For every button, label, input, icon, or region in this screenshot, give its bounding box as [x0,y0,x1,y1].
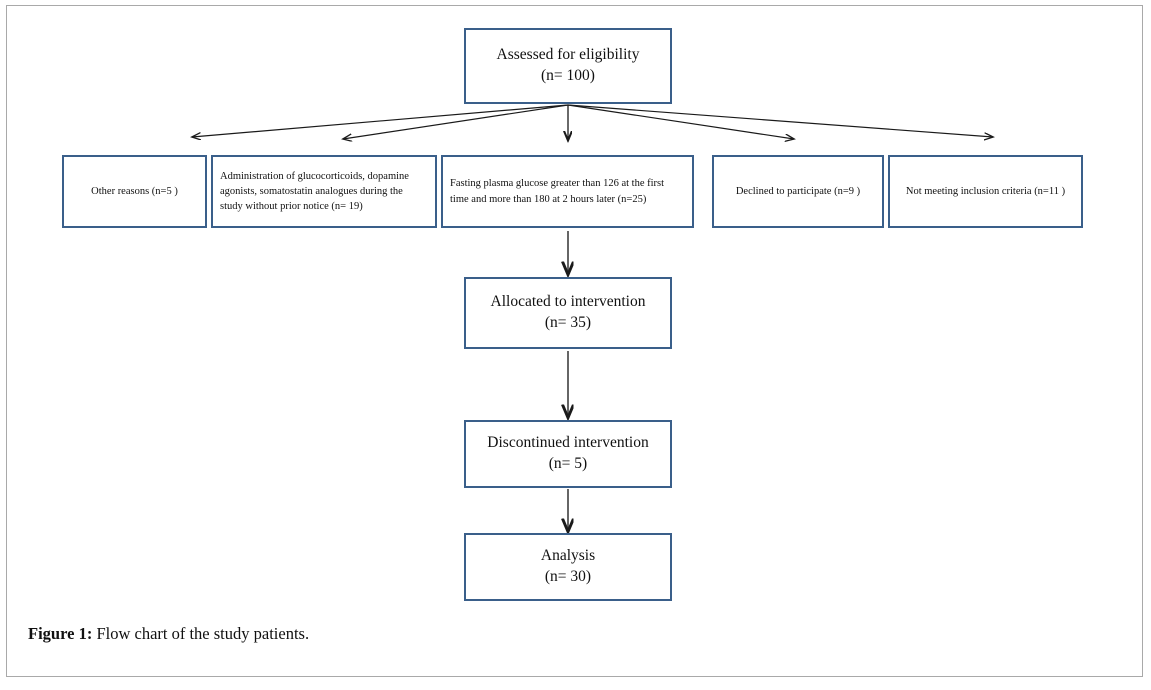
figure-caption-label: Figure 1: [28,624,93,643]
node-assessed-for-eligibility[interactable]: Assessed for eligibility (n= 100) [464,28,672,104]
figure-caption-text: Flow chart of the study patients. [96,624,310,643]
node-analysis[interactable]: Analysis (n= 30) [464,533,672,601]
edge-to-not-meeting-criteria [567,104,993,137]
node-fasting-plasma-glucose-label: Fasting plasma glucose greater than 126 … [450,178,665,205]
node-analysis-label: Analysis (n= 30) [540,547,596,585]
node-administration-drugs-label: Administration of glucocorticoids, dopam… [220,170,409,213]
node-discontinued-intervention[interactable]: Discontinued intervention (n= 5) [464,420,672,488]
node-other-reasons[interactable]: Other reasons (n=5 ) [62,155,207,228]
node-not-meeting-criteria[interactable]: Not meeting inclusion criteria (n=11 ) [888,155,1083,228]
edge-to-other-reasons [192,104,569,137]
edge-to-administration-drugs [343,104,569,139]
node-allocated-to-intervention-label: Allocated to intervention (n= 35) [490,293,646,331]
edge-assessed-to-exclusions [192,104,993,139]
node-administration-drugs[interactable]: Administration of glucocorticoids, dopam… [211,155,437,228]
edge-to-declined-participate [567,104,794,139]
node-not-meeting-criteria-label: Not meeting inclusion criteria (n=11 ) [905,185,1066,197]
node-assessed-for-eligibility-label: Assessed for eligibility (n= 100) [496,46,640,84]
node-fasting-plasma-glucose[interactable]: Fasting plasma glucose greater than 126 … [441,155,694,228]
node-other-reasons-label: Other reasons (n=5 ) [91,185,178,197]
node-declined-participate[interactable]: Declined to participate (n=9 ) [712,155,884,228]
node-discontinued-intervention-label: Discontinued intervention (n= 5) [487,434,649,472]
figure-caption: Figure 1: Flow chart of the study patien… [28,624,1028,644]
node-allocated-to-intervention[interactable]: Allocated to intervention (n= 35) [464,277,672,349]
node-declined-participate-label: Declined to participate (n=9 ) [735,185,861,197]
